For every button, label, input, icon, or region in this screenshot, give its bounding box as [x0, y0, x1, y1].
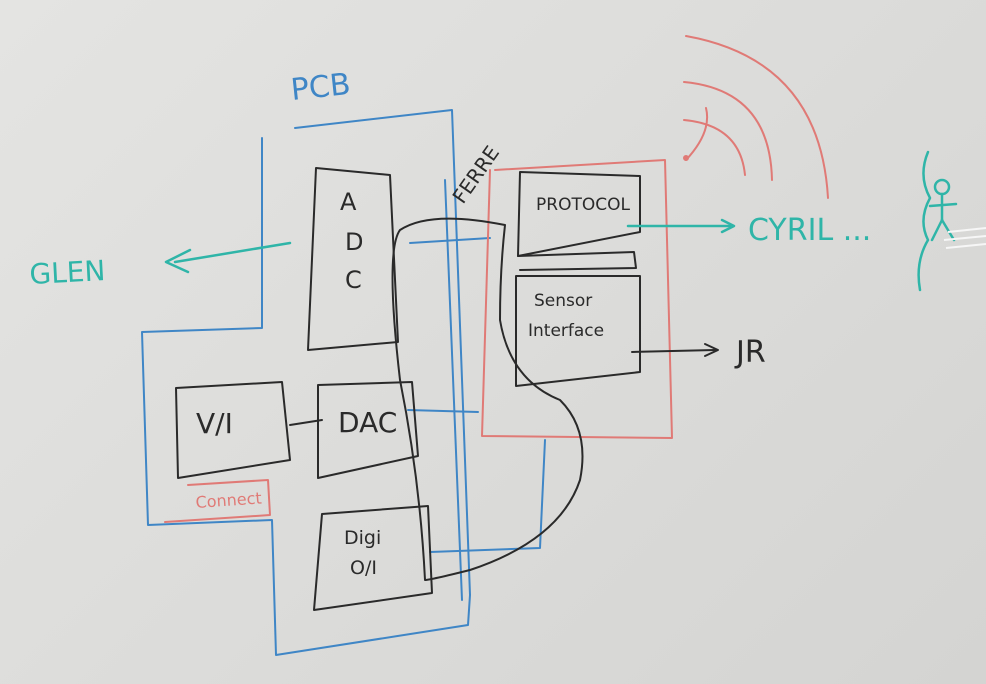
red-outline [164, 159, 673, 523]
cyril-label: CYRIL ... [748, 213, 871, 248]
digi-label-line1: Digi [344, 527, 381, 549]
teal-marks [164, 150, 932, 292]
digi-box [313, 505, 433, 611]
glen-label: GLEN [29, 254, 107, 291]
sensor-label-line1: Sensor [534, 291, 592, 311]
wireless-waves-icon [683, 35, 829, 199]
vi-label: V/I [196, 407, 233, 440]
glare-lines [943, 227, 986, 249]
sensor-label-line2: Interface [528, 321, 604, 341]
protocol-label: PROTOCOL [536, 195, 630, 215]
pcb-outline [141, 109, 546, 656]
sensor-box [515, 275, 641, 387]
adc-label-d: D [345, 228, 363, 256]
jr-label: JR [734, 335, 766, 370]
stick-figure-icon [928, 178, 958, 242]
connect-label: Connect [195, 488, 262, 512]
protocol-box [517, 171, 641, 257]
ferre-label: FERRE [447, 141, 504, 208]
adc-label-a: A [340, 188, 357, 216]
pcb-label: PCB [289, 67, 352, 108]
arrow-left-icon [173, 241, 292, 264]
vi-box [175, 381, 291, 479]
dac-label: DAC [338, 406, 397, 439]
black-boxes [175, 167, 719, 611]
adc-label-c: C [345, 266, 362, 294]
adc-box [307, 167, 399, 351]
digi-label-line2: O/I [350, 557, 377, 579]
dac-box [317, 381, 419, 479]
